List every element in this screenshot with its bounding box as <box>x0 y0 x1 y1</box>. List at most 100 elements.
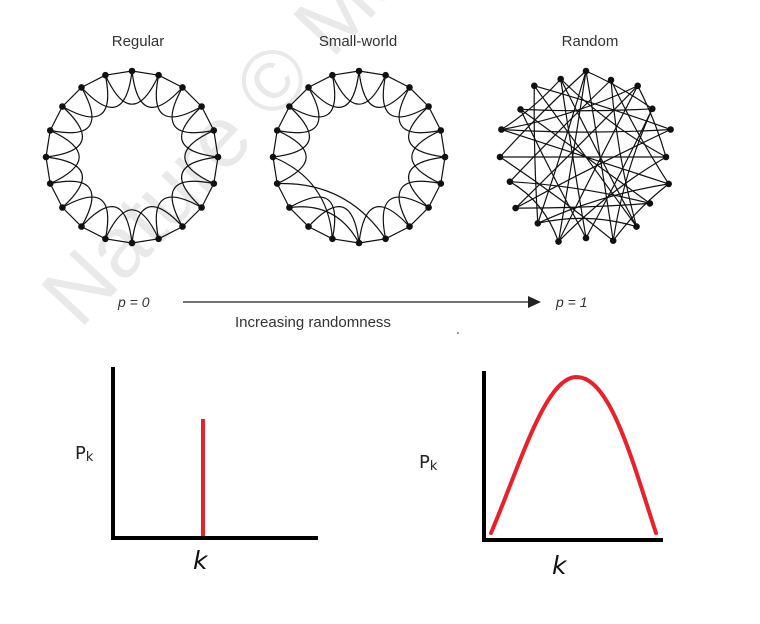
ring-edge <box>61 207 82 228</box>
graph-node <box>42 153 50 161</box>
neighbor-edge <box>308 70 360 108</box>
random-edge <box>499 156 614 242</box>
random-edge <box>533 85 637 227</box>
ring-edge <box>105 70 133 76</box>
ring-edge <box>385 226 410 240</box>
neighbor-edge <box>50 180 93 227</box>
graph-node <box>102 235 109 243</box>
neighbor-edge <box>131 70 183 108</box>
ring-edge <box>131 70 159 76</box>
neighbor-edge <box>45 156 83 208</box>
neighbor-edge <box>408 156 446 208</box>
neighbor-edge <box>358 70 410 108</box>
neighbor-edge <box>382 196 429 239</box>
random-edge <box>537 217 637 228</box>
ring-edge <box>272 156 278 184</box>
graph-title-small-world: Small-world <box>319 33 397 50</box>
ring-edge <box>440 156 446 184</box>
graph-node <box>46 127 54 134</box>
graph-node <box>506 178 514 185</box>
neighbor-edge <box>184 129 215 185</box>
ring-edge <box>272 130 278 158</box>
neighbor-edge <box>308 206 360 244</box>
neighbor-edge <box>131 206 183 244</box>
ring-edge <box>288 207 309 228</box>
neighbor-edge <box>104 209 160 240</box>
ring-edge <box>61 86 82 107</box>
graph-node <box>305 223 312 230</box>
graph-node <box>633 223 640 230</box>
neighbor-edge <box>289 75 336 118</box>
random-edge <box>612 183 670 242</box>
neighbor-edge <box>62 196 109 239</box>
ring-edge <box>385 74 410 88</box>
neighbor-edge <box>398 180 441 227</box>
ring-edge <box>308 74 333 88</box>
neighbor-edge <box>408 106 446 158</box>
random-edge <box>610 79 670 185</box>
graph-node <box>531 82 538 90</box>
neighbor-edge <box>276 129 307 185</box>
y-axis-label-left: Pk <box>75 443 94 465</box>
ring-edge <box>182 207 203 228</box>
ring-edge <box>131 238 159 244</box>
ring-edge <box>49 106 63 131</box>
graph-node <box>557 75 564 83</box>
graph-node <box>179 84 186 91</box>
random-edge <box>557 85 639 242</box>
graph-node <box>382 71 389 79</box>
graph-node <box>269 153 277 161</box>
ring-edge <box>428 106 442 131</box>
graph-node <box>667 126 674 133</box>
random-edge <box>558 156 667 243</box>
graph-node <box>78 223 85 230</box>
graph-node <box>214 153 222 161</box>
graph-node <box>665 180 672 188</box>
ring-edge <box>358 70 386 76</box>
x-axis-label-right: k <box>552 551 568 580</box>
random-edge <box>515 128 671 209</box>
neighbor-edge <box>411 129 442 185</box>
ring-edge <box>288 86 309 107</box>
neighbor-edge <box>81 70 133 108</box>
random-edge <box>509 79 612 183</box>
graph-title-random: Random <box>562 33 619 50</box>
p-one-label: p = 1 <box>555 294 588 310</box>
graph-node <box>355 239 363 247</box>
random-edge <box>557 70 587 242</box>
neighbor-edge <box>331 74 387 105</box>
graph-node <box>646 200 654 207</box>
random-edge <box>560 78 667 158</box>
graph-node <box>273 127 281 134</box>
neighbor-edge <box>398 87 441 134</box>
small-world-graph <box>269 67 449 247</box>
graph-node <box>496 153 504 161</box>
graph-node <box>329 71 336 79</box>
graph-node <box>198 204 205 211</box>
graph-node <box>582 67 590 75</box>
graph-node <box>59 204 66 211</box>
ring-edge <box>182 86 203 107</box>
random-edge <box>519 109 587 239</box>
graph-node <box>198 103 205 110</box>
neighbor-edge <box>81 206 133 244</box>
graph-node <box>329 235 336 243</box>
ring-edge <box>201 183 215 208</box>
bell-curve-series <box>489 374 658 535</box>
ring-edge <box>409 86 430 107</box>
ring-edge <box>332 238 360 244</box>
ring-edge <box>358 238 386 244</box>
graph-node <box>437 180 445 187</box>
randomness-arrowhead <box>528 296 541 308</box>
graph-node <box>582 234 590 242</box>
ring-edge <box>276 183 290 208</box>
random-edge <box>560 78 587 239</box>
random-edge <box>501 128 671 133</box>
ring-edge <box>440 130 446 158</box>
neighbor-edge <box>155 196 202 239</box>
ring-edge <box>308 226 333 240</box>
graph-node <box>609 237 617 244</box>
graph-node <box>512 204 519 212</box>
